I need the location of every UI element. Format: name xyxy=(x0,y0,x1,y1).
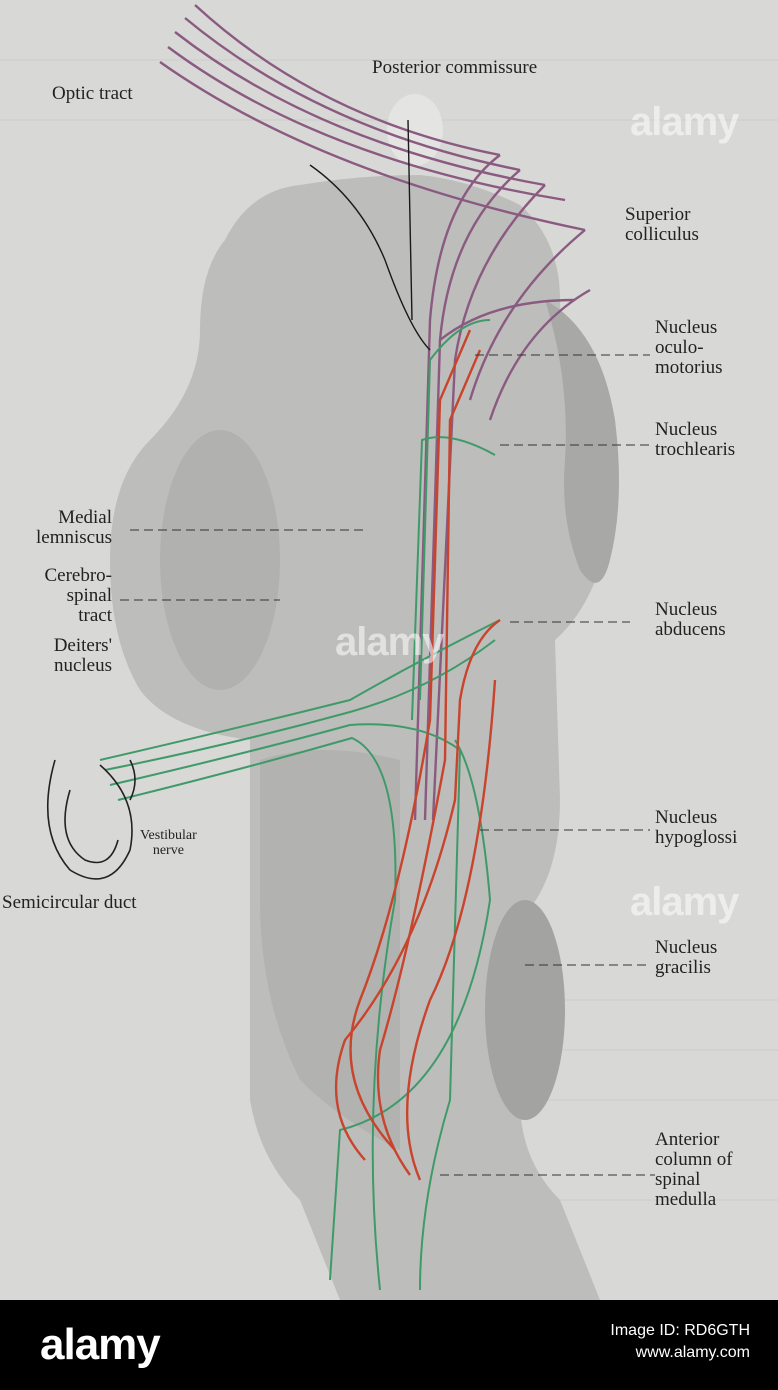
label-deiters-nucleus: Deiters' nucleus xyxy=(53,635,112,676)
anatomical-plate: Optic tract Posterior commissure Superio… xyxy=(0,4,778,1300)
label-nucleus-hypoglossi: Nucleus hypoglossi xyxy=(655,807,738,848)
brainstem-shape xyxy=(110,94,619,1300)
optic-tract-fibers xyxy=(159,4,591,821)
footer-bar: alamy Image ID: RD6GTH www.alamy.com xyxy=(0,1300,778,1390)
label-nucleus-gracilis: Nucleus gracilis xyxy=(655,937,718,978)
red-fibers xyxy=(334,329,501,1181)
label-medial-lemniscus: Medial lemniscus xyxy=(36,507,112,548)
label-semicircular-duct: Semicircular duct xyxy=(2,892,137,913)
site-url: www.alamy.com xyxy=(635,1344,750,1361)
label-vestibular-nerve: Vestibular nerve xyxy=(140,828,197,858)
black-fiber xyxy=(309,119,431,351)
label-posterior-commissure: Posterior commissure xyxy=(372,57,538,78)
image-info: Image ID: RD6GTH www.alamy.com xyxy=(610,1320,750,1364)
leader-lines xyxy=(120,354,655,1176)
watermark: alamy xyxy=(630,100,739,144)
label-anterior-column: Anterior column of spinal medulla xyxy=(655,1129,733,1210)
vestibular-fibers xyxy=(99,319,501,1291)
label-cerebrospinal-tract: Cerebro- spinal tract xyxy=(44,565,112,626)
alamy-logo: alamy xyxy=(40,1320,161,1369)
label-optic-tract: Optic tract xyxy=(52,83,133,104)
brainstem-diagram xyxy=(0,4,778,1300)
semicircular-duct xyxy=(46,759,136,880)
label-nucleus-abducens: Nucleus abducens xyxy=(655,599,726,640)
label-nucleus-trochlearis: Nucleus trochlearis xyxy=(655,419,736,460)
image-id: Image ID: RD6GTH xyxy=(610,1322,750,1339)
watermark: alamy xyxy=(335,620,444,664)
watermark: alamy xyxy=(630,880,739,924)
label-superior-colliculus: Superior colliculus xyxy=(625,204,699,245)
label-nucleus-oculomotorius: Nucleus oculo- motorius xyxy=(655,317,723,378)
